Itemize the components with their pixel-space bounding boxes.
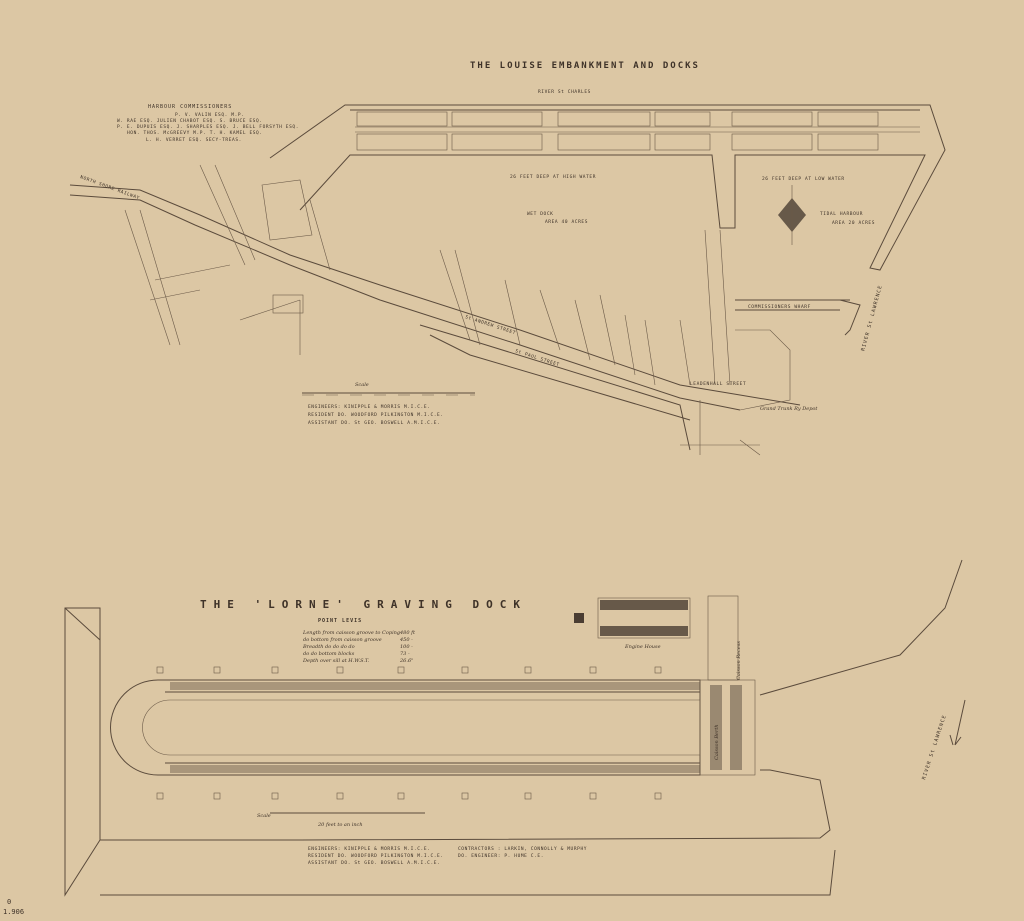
- engineers-line: ASSISTANT DO. St GEO. BOSWELL A.M.I.C.E.: [308, 420, 440, 426]
- depot-label: Grand Trunk Ry Depot: [760, 406, 818, 412]
- river-lawrence-label: RIVER St LAWRENCE: [921, 714, 948, 781]
- tidal-depth-label: 26 FEET DEEP AT LOW WATER: [762, 176, 845, 182]
- engine-house: Engine House: [574, 597, 691, 650]
- svg-text:do bottom from caisson groove: do bottom from caisson groove: [303, 637, 382, 643]
- compass-rose-icon: [778, 185, 806, 245]
- engineers-line: RESIDENT DO. WOODFORD PILKINGTON M.I.C.E…: [308, 412, 444, 418]
- commissioner-line: P. E. DUPUIS ESQ. J. SHARPLES ESQ. J. BE…: [117, 124, 299, 130]
- engineers-line: ENGINEERS: KINIPPLE & MORRIS M.I.C.E.: [308, 846, 430, 852]
- flow-arrow-icon: [949, 699, 966, 746]
- svg-text:Length from caisson groove to: Length from caisson groove to Coping: [302, 630, 400, 636]
- svg-text:Depth over sill at H.W.S.T: Depth over sill at H.W.S.T.: [302, 658, 370, 664]
- louise-title: THE LOUISE EMBANKMENT AND DOCKS: [470, 61, 700, 71]
- caisson-recess-label: Caisson Recess: [736, 641, 742, 680]
- wharf-label: COMMISSIONERS WHARF: [748, 304, 811, 310]
- commissioner-line: L. H. VERRET ESQ. SECY-TREAS.: [146, 137, 242, 143]
- commissioner-line: HON. THOS. McGREEVY M.P. T. H. KAMEL ESQ…: [127, 130, 263, 136]
- caisson-berth-label: Caisson Berth: [714, 724, 720, 760]
- catalog-mark: 0: [7, 898, 11, 906]
- river-charles-label: RIVER St CHARLES: [538, 89, 591, 95]
- svg-text:450 -: 450 -: [399, 637, 413, 643]
- svg-text:do do bottom blocks: do do bottom blocks: [303, 651, 355, 657]
- engineers-line: ASSISTANT DO. St GEO. BOSWELL A.M.I.C.E.: [308, 860, 440, 866]
- catalog-mark: 1.906: [3, 908, 24, 916]
- scale-label: Scale: [257, 813, 271, 819]
- svg-text:480 ft: 480 ft: [399, 630, 416, 636]
- tidal-area-label: AREA 20 ACRES: [832, 220, 875, 226]
- commissioners-heading: HARBOUR COMMISSIONERS: [148, 104, 232, 110]
- wet-dock-depth-label: 26 FEET DEEP AT HIGH WATER: [510, 174, 596, 180]
- river-lawrence-label: RIVER St LAWRENCE: [860, 284, 883, 351]
- contractors-line: CONTRACTORS : LARKIN, CONNOLLY & MURPHY: [458, 846, 587, 852]
- street-label: St ANDREW STREET: [464, 314, 516, 336]
- engineers-line: ENGINEERS: KINIPPLE & MORRIS M.I.C.E.: [308, 404, 430, 410]
- svg-text:Breadth do do do do: Breadth do do do do: [302, 644, 355, 650]
- svg-text:73 -: 73 -: [400, 651, 410, 657]
- tidal-harbour-label: TIDAL HARBOUR: [820, 211, 863, 217]
- commissioner-line: P. V. VALIN ESQ. M.P.: [175, 112, 245, 118]
- wet-dock-label: WET DOCK: [527, 211, 553, 217]
- svg-text:26.6": 26.6": [399, 658, 413, 664]
- lorne-plan: THE 'LORNE' GRAVING DOCK POINT LEVIS Len…: [64, 559, 966, 897]
- wet-dock-area-label: AREA 40 ACRES: [545, 219, 588, 225]
- lorne-title: THE 'LORNE' GRAVING DOCK: [200, 598, 527, 611]
- engineers-line: RESIDENT DO. WOODFORD PILKINGTON M.I.C.E…: [308, 853, 444, 859]
- street-label: LEADENHALL STREET: [690, 381, 746, 387]
- railway-label: NORTH SHORE RAILWAY: [79, 174, 140, 201]
- engine-house-label: Engine House: [624, 644, 661, 650]
- contractors-line: DO. ENGINEER: P. HUME C.E.: [458, 853, 544, 859]
- louise-plan: THE LOUISE EMBANKMENT AND DOCKS RIVER St…: [69, 61, 946, 456]
- lorne-subtitle: POINT LEVIS: [318, 618, 362, 624]
- svg-text:100 -: 100 -: [400, 644, 413, 650]
- scale-note: 20 feet to an inch: [317, 822, 363, 828]
- scale-label: Scale: [355, 382, 369, 388]
- commissioner-line: W. RAE ESQ. JULIEN CHABOT ESQ. S. BRUCE …: [117, 118, 263, 124]
